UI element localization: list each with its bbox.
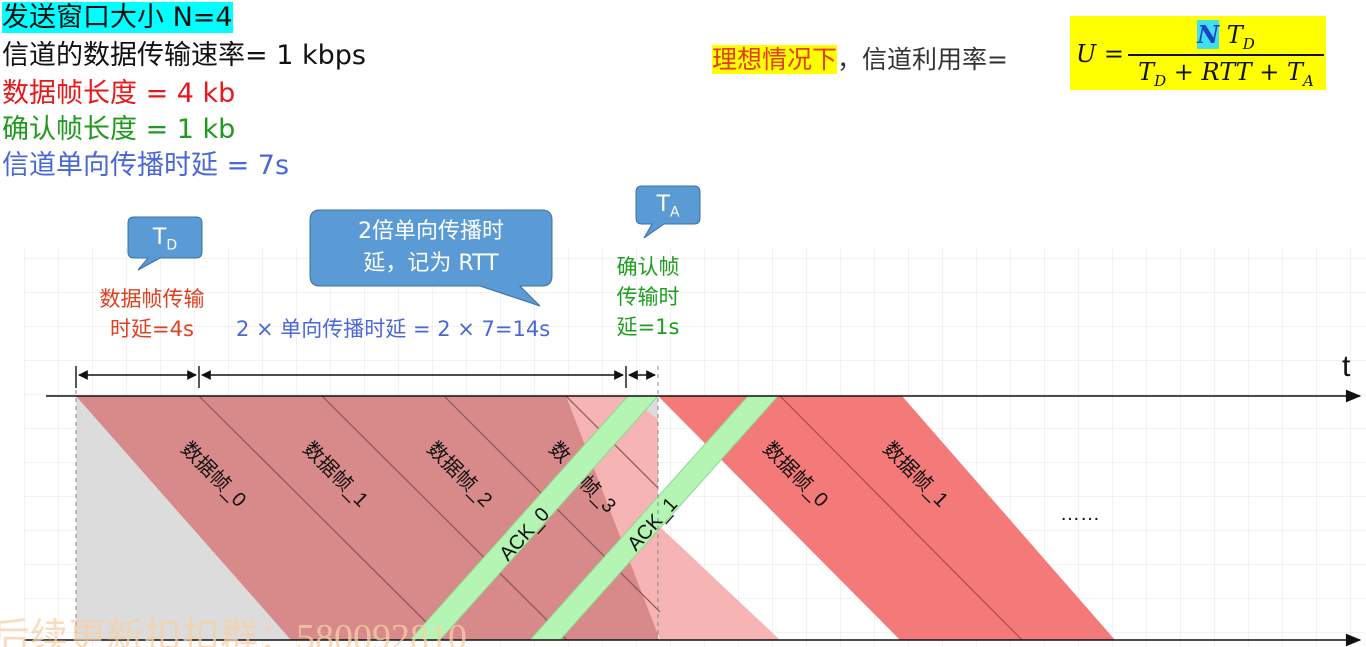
utilization-formula: U = N TD TD + RTT + TA (1070, 16, 1326, 90)
channel-rate-text: 信道的数据传输速率= 1 kbps (2, 40, 366, 71)
new-frame-separator (779, 395, 1023, 641)
data-frame-length-text: 数据帧长度 = 4 kb (2, 78, 236, 109)
utilization-label: 理想情况下，信道利用率= (712, 40, 1008, 76)
ta-annotation: 确认帧 传输时 延=1s (616, 255, 680, 339)
td-annotation: 数据帧传输 时延=4s (99, 287, 205, 341)
rtt-callout (309, 209, 553, 307)
formula-numerator: N TD (1197, 20, 1255, 53)
window-size-text: 发送窗口大小 N=4 (2, 2, 233, 33)
new-data-frame-1 (780, 396, 1115, 640)
time-axis-label: t (1342, 350, 1351, 383)
new-data-frame-0 (658, 396, 1022, 640)
rtt-annotation: 2 × 单向传播时延 = 2 × 7=14s (236, 317, 551, 341)
ellipsis: …… (1060, 503, 1100, 525)
ta-callout (635, 185, 701, 239)
ack-frame-length-text: 确认帧长度 = 1 kb (2, 114, 236, 145)
formula-denominator: TD + RTT + TA (1138, 58, 1314, 90)
propagation-delay-text: 信道单向传播时延 = 7s (2, 150, 290, 181)
formula-fraction-bar (1128, 54, 1324, 56)
rtt-dimension (201, 366, 627, 388)
data-frames-band (76, 396, 658, 640)
watermark: 后续更新扣扣群：580092810 (0, 617, 467, 647)
data-frame-3-tail (566, 396, 780, 640)
rtt-callout-label: 2倍单向传播时 延，记为 RTT (358, 219, 504, 276)
ta-callout-label: TA (656, 192, 680, 221)
formula-lhs: U = (1076, 40, 1124, 68)
td-callout (127, 216, 203, 271)
utilization-suffix: ，信道利用率= (837, 45, 1008, 74)
ideal-case-label: 理想情况下 (712, 45, 838, 74)
td-callout-label: TD (152, 225, 178, 254)
td-dimension (75, 366, 200, 388)
